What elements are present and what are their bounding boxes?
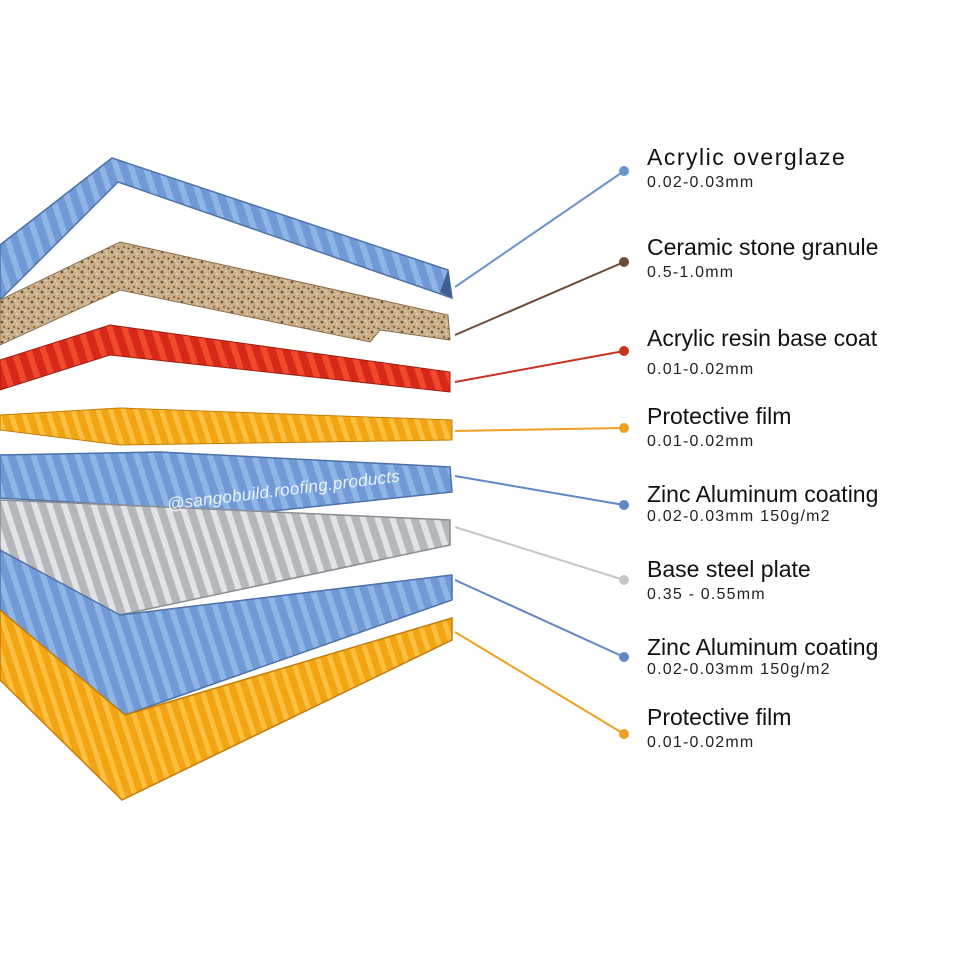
layer-zinc-aluminum-upper-sheet [0,451,453,528]
layer-name: Base steel plate [647,556,811,582]
leader-dot-base-steel [619,575,629,585]
layer-protective-film-lower-sheet [0,609,453,801]
layer-thickness: 0.35 - 0.55mm [647,586,766,603]
label-zinc-aluminum-upper: Zinc Aluminum coating 0.02-0.03mm 150g/m… [647,481,878,526]
layer-protective-film-upper-sheet [0,407,453,446]
leader-line-protective-film-upper [454,427,625,432]
layer-base-steel-sheet [0,499,451,616]
leader-dot-protective-film-upper [619,423,629,433]
label-protective-film-lower: Protective film 0.01-0.02mm [647,704,791,752]
layer-name: Zinc Aluminum coating [647,481,879,507]
layer-thickness: 0.02-0.03mm [647,174,755,191]
label-protective-film-upper: Protective film 0.01-0.02mm [647,403,791,451]
layer-acrylic-overglaze-sheet [0,157,453,302]
leader-line-acrylic-resin [454,350,625,383]
leader-dot-protective-film-lower [619,729,629,739]
layer-thickness: 0.5-1.0mm [647,264,735,281]
leader-dot-zinc-aluminum-upper [619,500,629,510]
layer-thickness: 0.02-0.03mm 150g/m2 [647,508,831,525]
leader-dot-zinc-aluminum-lower [619,652,629,662]
layer-zinc-aluminum-lower-sheet [0,549,453,716]
layer-thickness: 0.02-0.03mm 150g/m2 [647,661,831,678]
leader-dot-acrylic-overglaze [619,166,629,176]
leader-line-ceramic-granule [454,261,625,336]
layer-acrylic-resin-sheet [0,324,451,393]
layer-name: Ceramic stone granule [647,234,879,260]
layer-name: Acrylic resin base coat [647,325,878,351]
layer-name: Acrylic overglaze [647,144,847,170]
label-acrylic-resin-base-coat: Acrylic resin base coat 0.01-0.02mm [647,325,877,379]
label-ceramic-stone-granule: Ceramic stone granule 0.5-1.0mm [647,234,878,282]
leader-line-base-steel [454,526,625,581]
layer-thickness: 0.01-0.02mm [647,433,755,450]
leader-line-protective-film-lower [454,631,625,735]
leader-dot-acrylic-resin [619,346,629,356]
leader-line-zinc-aluminum-lower [454,579,625,658]
leader-line-acrylic-overglaze [454,170,625,288]
layer-name: Protective film [647,403,792,429]
layer-name: Zinc Aluminum coating [647,634,879,660]
layer-thickness: 0.01-0.02mm [647,361,755,378]
label-zinc-aluminum-lower: Zinc Aluminum coating 0.02-0.03mm 150g/m… [647,634,878,679]
layer-ceramic-granule-sheet [0,241,451,346]
label-acrylic-overglaze: Acrylic overglaze 0.02-0.03mm [647,144,846,192]
leader-dot-ceramic-granule [619,257,629,267]
layer-name: Protective film [647,704,792,730]
label-base-steel-plate: Base steel plate 0.35 - 0.55mm [647,556,811,604]
leader-line-zinc-aluminum-upper [454,475,625,506]
layer-thickness: 0.01-0.02mm [647,734,755,751]
